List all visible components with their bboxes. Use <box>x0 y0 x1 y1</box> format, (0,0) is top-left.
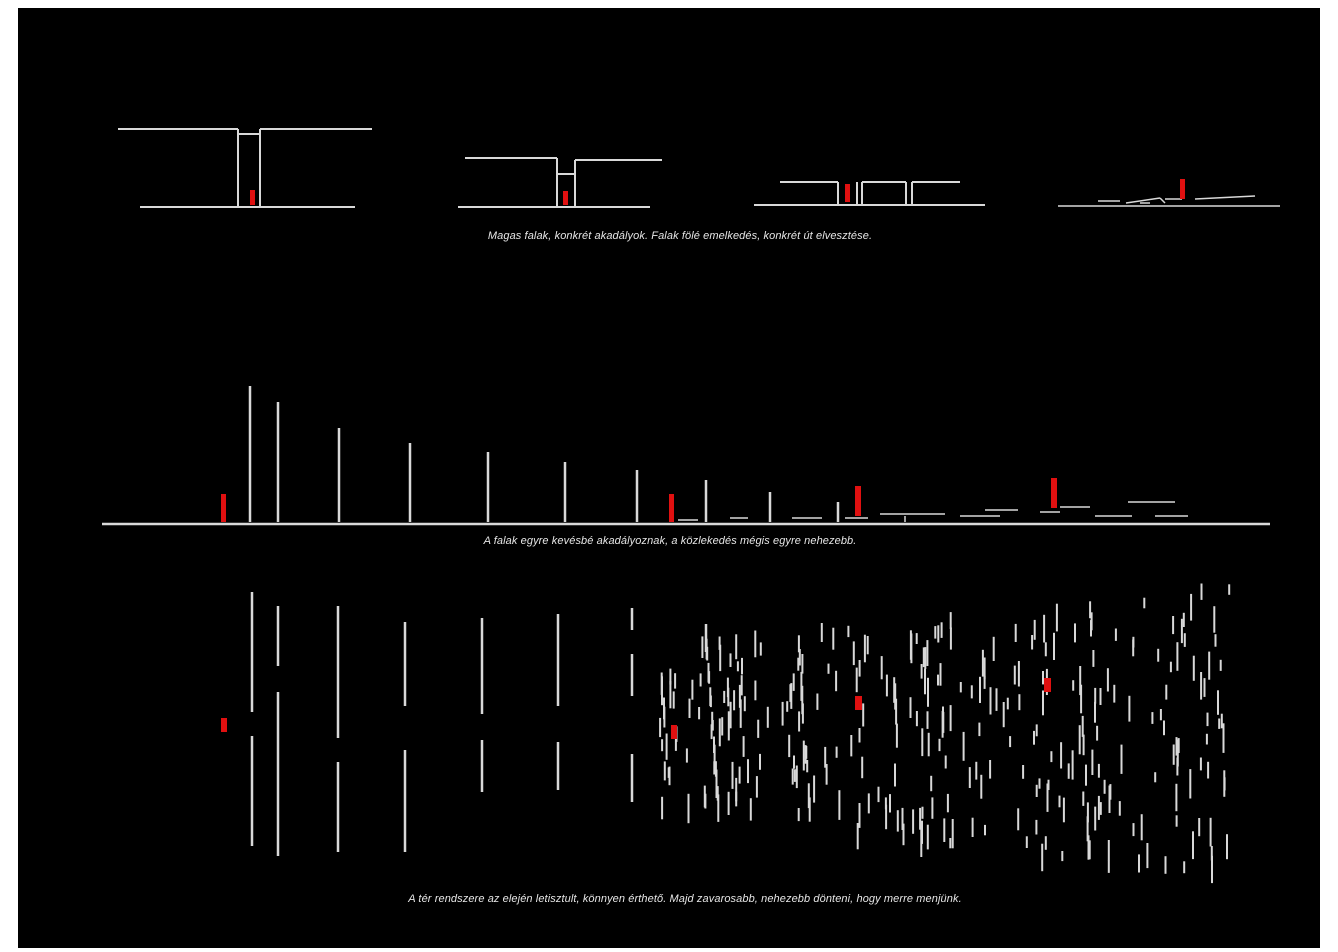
stage-1-high-walls <box>118 128 372 208</box>
figure <box>671 725 677 739</box>
figure <box>669 494 674 522</box>
stage-3-low-walls <box>754 181 985 206</box>
row-3-figures <box>221 678 1051 739</box>
figure <box>1051 478 1057 508</box>
diagram-canvas <box>18 8 1320 948</box>
stage-4-minimal-walls <box>1058 195 1280 207</box>
row-3-walls <box>250 583 1231 884</box>
figure <box>221 718 227 732</box>
row-2-walls <box>102 386 1270 526</box>
caption-middle: A falak egyre kevésbé akadályoznak, a kö… <box>483 535 857 547</box>
figure <box>855 486 861 516</box>
caption-top: Magas falak, konkrét akadályok. Falak fö… <box>487 230 873 242</box>
figure <box>221 494 226 522</box>
figure <box>1044 678 1051 692</box>
caption-bottom: A tér rendszere az elején letisztult, kö… <box>408 893 962 905</box>
figure <box>855 696 862 710</box>
figure-stage-4 <box>1180 179 1185 199</box>
figure-stage-1 <box>250 190 255 205</box>
figure-stage-3 <box>845 184 850 202</box>
row-2-figures <box>221 478 1057 522</box>
figure-stage-2 <box>563 191 568 205</box>
stage-2-lower-walls <box>458 157 662 208</box>
